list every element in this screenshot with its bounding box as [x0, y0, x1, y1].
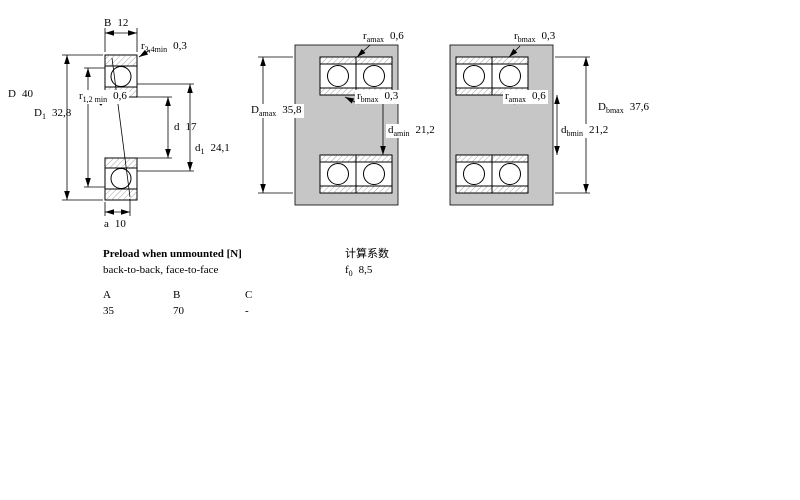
- dim-value: 8,5: [358, 264, 373, 276]
- dim-symbol: r: [514, 30, 518, 42]
- preload-val-c: -: [245, 305, 249, 317]
- calc-factors-title: 计算系数: [345, 248, 389, 260]
- dim-symbol: r: [363, 30, 367, 42]
- dim-label-d1: d1 24,1: [195, 142, 230, 156]
- ball: [110, 168, 132, 189]
- dim-symbol: d: [561, 124, 567, 136]
- dim-subscript: 0: [348, 269, 353, 279]
- dim-subscript: amin: [393, 129, 410, 139]
- dim-value: 0,6: [113, 90, 127, 102]
- dim-symbol: D: [8, 88, 16, 100]
- dim-subscript: 1: [200, 147, 205, 157]
- dim-symbol: d: [388, 124, 394, 136]
- dim-value: 0,6: [532, 90, 546, 102]
- dim-value: 0,3: [384, 90, 399, 102]
- dim-label-rbmax-right: rbmax 0,3: [514, 30, 555, 44]
- dim-label-D: D 40: [8, 88, 33, 101]
- dim-subscript: amax: [366, 35, 384, 45]
- hatch-area: [105, 55, 137, 66]
- dim-symbol: B: [104, 17, 112, 29]
- dim-symbol: a: [104, 218, 109, 230]
- dim-value: 0,3: [541, 30, 556, 42]
- dim-value: 12: [117, 17, 129, 29]
- preload-subtitle: back-to-back, face-to-face: [103, 264, 219, 276]
- dim-value: 35,8: [282, 104, 302, 116]
- dim-subscript: amax: [508, 95, 526, 105]
- face-to-face-arrangement: [449, 44, 554, 206]
- contact-angle-line: [111, 57, 131, 198]
- dim-value: 10: [114, 218, 126, 230]
- dim-subscript: bmax: [605, 106, 624, 116]
- dim-label-r34min: r3,4min 0,3: [141, 40, 187, 54]
- dim-label-dbmin: dbmin 21,2: [559, 124, 611, 139]
- preload-col-b: B: [173, 289, 181, 301]
- dim-label-B: B 12: [104, 17, 128, 30]
- dim-value: 17: [185, 121, 197, 133]
- dim-label-damin: damin 21,2: [386, 124, 437, 139]
- dim-value: 40: [21, 88, 33, 100]
- calc-factor-f0: f0 8,5: [345, 264, 372, 278]
- dim-label-r12min: r1,2 min 0,6: [77, 90, 129, 105]
- dim-label-Damax: Damax 35,8: [249, 104, 304, 119]
- dim-symbol: f: [345, 264, 349, 276]
- ball: [363, 65, 385, 87]
- dim-value: 37,6: [629, 101, 649, 113]
- dim-symbol: r: [505, 90, 509, 102]
- dim-label-D1: D1 32,8: [34, 107, 71, 121]
- dim-symbol: D: [34, 107, 42, 119]
- preload-val-b: 70: [173, 305, 184, 317]
- dim-value: 21,2: [415, 124, 435, 136]
- dim-value: 0,6: [390, 30, 404, 42]
- back-to-back-dimensions: [258, 44, 386, 194]
- dim-label-ramax-left: ramax 0,6: [363, 30, 404, 44]
- hatch-area: [105, 189, 137, 200]
- dim-label-ramax-right: ramax 0,6: [503, 90, 548, 105]
- single-bearing-section: [104, 54, 138, 201]
- dim-symbol: r: [141, 40, 145, 52]
- ball: [327, 163, 349, 185]
- ball: [499, 163, 521, 185]
- single-bearing-dimensions: [62, 28, 194, 216]
- preload-val-a: 35: [103, 305, 114, 317]
- dim-subscript: 1,2 min: [82, 95, 108, 105]
- hatch-area: [105, 158, 137, 168]
- ball: [463, 163, 485, 185]
- dim-symbol: D: [598, 101, 606, 113]
- dim-symbol: d: [195, 142, 201, 154]
- dim-subscript: 1: [41, 112, 46, 122]
- dim-symbol: d: [174, 121, 180, 133]
- back-to-back-arrangement: [294, 44, 399, 206]
- ball: [110, 66, 132, 87]
- dim-symbol: D: [251, 104, 259, 116]
- ball: [363, 163, 385, 185]
- dim-label-a: a 10: [104, 218, 126, 231]
- dim-subscript: bmax: [360, 95, 379, 105]
- dim-symbol: r: [357, 90, 361, 102]
- dim-subscript: bmax: [517, 35, 536, 45]
- preload-col-c: C: [245, 289, 253, 301]
- ball: [463, 65, 485, 87]
- dim-label-rbmax-left: rbmax 0,3: [355, 90, 401, 105]
- dim-value: 32,8: [51, 107, 72, 119]
- ball: [327, 65, 349, 87]
- dim-value: 24,1: [210, 142, 230, 154]
- dim-label-Dbmax: Dbmax 37,6: [598, 101, 649, 115]
- ball: [499, 65, 521, 87]
- dim-subscript: bmin: [566, 129, 583, 139]
- preload-title: Preload when unmounted [N]: [103, 248, 242, 260]
- dim-value: 21,2: [588, 124, 609, 136]
- dim-label-d: d 17: [174, 121, 197, 134]
- dim-value: 0,3: [173, 40, 187, 52]
- preload-col-a: A: [103, 289, 111, 301]
- dim-symbol: r: [79, 90, 83, 102]
- dim-subscript: amax: [258, 109, 277, 119]
- dim-subscript: 3,4min: [144, 45, 168, 55]
